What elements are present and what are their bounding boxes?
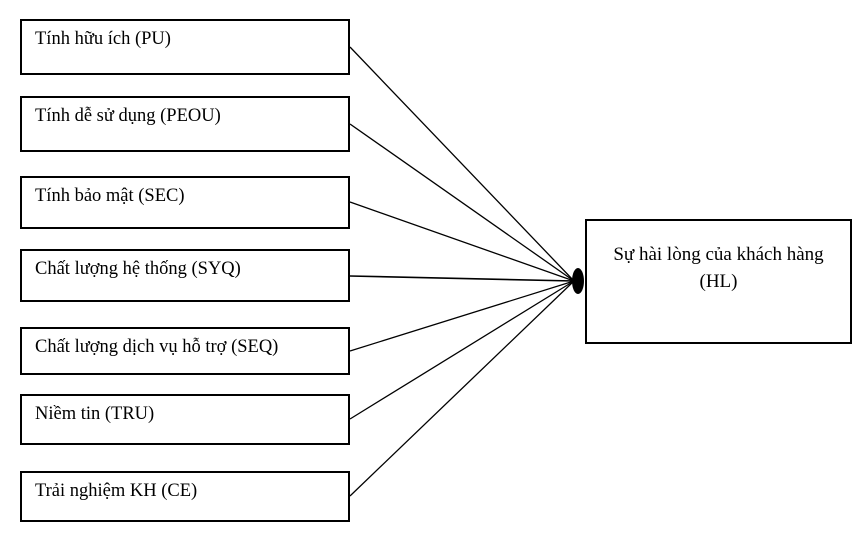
box-pu-label: Tính hữu ích (PU) [35, 29, 171, 49]
box-pu: Tính hữu ích (PU) [20, 19, 350, 75]
box-sec-label: Tính bảo mật (SEC) [35, 186, 185, 206]
connector-pu-hl [349, 46, 575, 282]
box-tru: Niềm tin (TRU) [20, 394, 350, 445]
box-sec: Tính bảo mật (SEC) [20, 176, 350, 229]
arrowhead-icon [572, 268, 584, 294]
connector-peou-hl [349, 123, 575, 282]
box-seq-label: Chất lượng dịch vụ hỗ trợ (SEQ) [35, 337, 279, 357]
box-hl-label-line2: (HL) [699, 270, 738, 292]
box-ce: Trải nghiệm KH (CE) [20, 471, 350, 522]
box-peou: Tính dễ sử dụng (PEOU) [20, 96, 350, 152]
connector-tru-hl [349, 280, 575, 420]
box-hl-label-line1: Sự hài lòng của khách hàng [613, 244, 824, 265]
connector-seq-hl [349, 280, 575, 352]
connector-ce-hl [349, 280, 575, 497]
box-ce-label: Trải nghiệm KH (CE) [35, 481, 198, 501]
box-syq: Chất lượng hệ thống (SYQ) [20, 249, 350, 302]
connector-syq-hl [349, 275, 575, 282]
box-hl: Sự hài lòng của khách hàng (HL) [585, 219, 852, 344]
box-peou-label: Tính dễ sử dụng (PEOU) [35, 106, 221, 126]
connector-sec-hl [349, 201, 575, 282]
box-tru-label: Niềm tin (TRU) [35, 404, 155, 424]
box-syq-label: Chất lượng hệ thống (SYQ) [35, 259, 241, 279]
box-seq: Chất lượng dịch vụ hỗ trợ (SEQ) [20, 327, 350, 375]
